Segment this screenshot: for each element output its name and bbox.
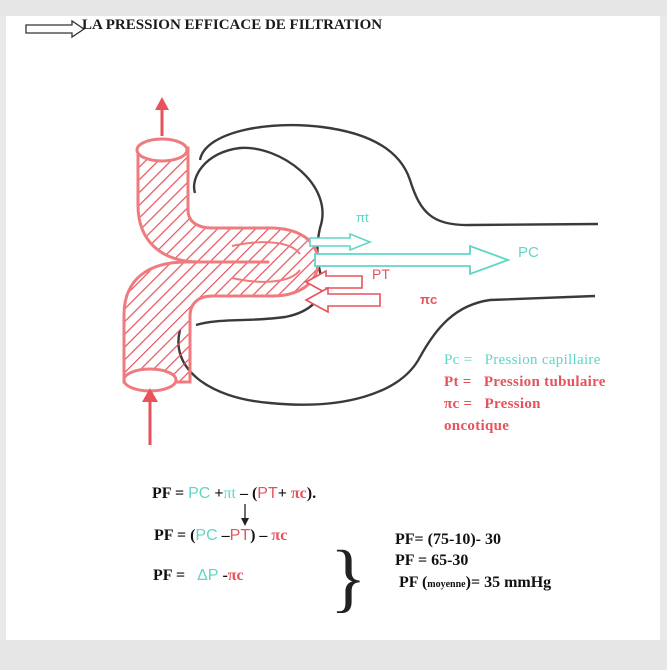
equation-1: PF = PC +πt – (PT+ πc). [152, 485, 316, 503]
slide [6, 16, 660, 640]
eq3-pi-c: πc [227, 567, 244, 584]
legend-pt-symbol: Pt = [444, 374, 472, 390]
eq3-delta-p: ΔP [197, 567, 219, 584]
eq1-minus: – ( [235, 485, 258, 502]
eq2-pi-c: πc [271, 527, 288, 544]
label-pt: PT [372, 266, 390, 282]
bowman-capsule-outer-bottom [177, 294, 596, 406]
legend-pic-symbol: πc = [444, 396, 473, 412]
label-pi-c: πc [420, 292, 437, 307]
bowman-capsule-outer [198, 123, 599, 227]
calc3-result: )= 35 mmHg [465, 574, 552, 591]
bowman-capsule-inner-top [192, 146, 324, 281]
viewer-top-bar [0, 0, 667, 16]
legend-pt-desc: Pression tubulaire [483, 374, 606, 390]
page-title: LA PRESSION EFFICACE DE FILTRATION [82, 17, 383, 33]
calc-line-3: PF (moyenne)= 35 mmHg [399, 574, 551, 592]
legend-pic-desc-2: oncotique [444, 418, 510, 434]
pc-arrow-icon [314, 244, 511, 276]
calc-line-2: PF = 65-30 [395, 552, 469, 569]
pt-arrow-icon [304, 269, 363, 295]
eq1-pi-t: πt [223, 485, 236, 502]
brace: } [330, 536, 366, 620]
legend-pc: Pc = Pression capillaire [444, 352, 601, 369]
eq3-minus: - [218, 567, 228, 584]
legend-pc-symbol: Pc = [444, 352, 473, 368]
afferent-arrow-icon [142, 388, 158, 445]
equation-2: PF = (PC –PT) – πc [154, 527, 287, 545]
glomerular-capillary [122, 137, 320, 393]
legend-pic-desc: Pression [484, 396, 541, 412]
calc3-prefix: PF ( [399, 574, 428, 591]
pi-c-arrow-icon [304, 286, 381, 314]
efferent-arrow-icon [155, 97, 169, 136]
eq2-pc: PC [195, 527, 218, 544]
eq1-plus2: + [277, 485, 291, 502]
legend-pt: Pt = Pression tubulaire [444, 374, 606, 391]
label-pi-t: πt [356, 210, 369, 225]
eq1-pt: PT [257, 485, 278, 502]
legend-pc-desc: Pression capillaire [484, 352, 601, 368]
eq1-plus: + [210, 485, 224, 502]
eq1-lhs: PF = [152, 485, 189, 502]
down-arrow-icon [241, 504, 249, 526]
equation-3: PF = ΔP -πc [153, 567, 244, 585]
label-pc: PC [518, 244, 539, 261]
eq2-end: ) – [250, 527, 272, 544]
calc3-moyenne: moyenne [427, 579, 466, 590]
eq2-pt: PT [229, 527, 251, 544]
title-arrow-icon [25, 19, 86, 39]
eq2-minus: – [217, 527, 230, 544]
pi-t-arrow-icon [309, 232, 373, 252]
eq1-pc: PC [188, 485, 211, 502]
eq1-pi-c: πc [290, 485, 307, 502]
eq2-lhs: PF = ( [154, 527, 196, 544]
eq3-lhs: PF = [153, 567, 190, 584]
eq1-end: ). [306, 485, 317, 502]
legend-pic: πc = Pression [444, 396, 541, 413]
calc-line-1: PF= (75-10)- 30 [395, 531, 501, 548]
viewer-bottom-bar [0, 640, 667, 670]
